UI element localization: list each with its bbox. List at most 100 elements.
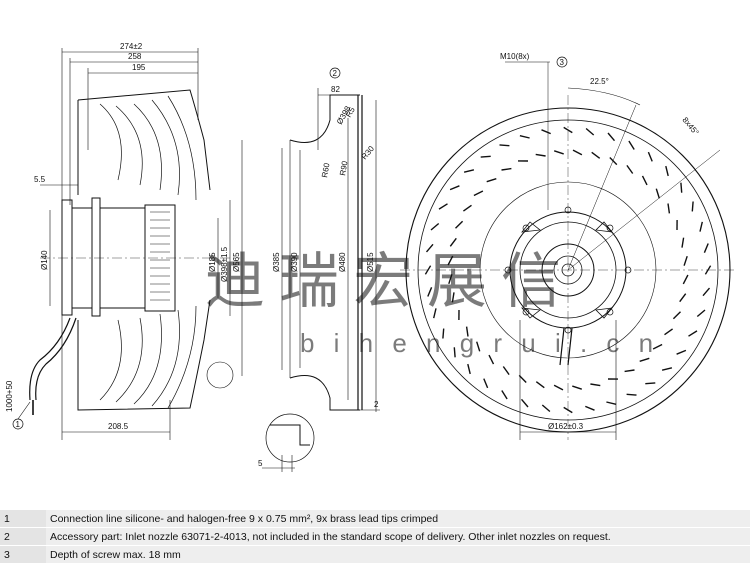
blade-slot	[499, 144, 510, 147]
blade-slot	[563, 406, 573, 414]
dim-r-60: R60	[320, 162, 332, 179]
blade-slot	[424, 265, 432, 275]
blade-slot	[535, 153, 546, 157]
note-number: 3	[0, 545, 46, 564]
blade-slot	[652, 343, 663, 350]
blade-slot	[501, 390, 508, 400]
blade-slot	[639, 357, 650, 362]
dim-dia-515: Ø515	[366, 252, 375, 272]
blade-slot	[501, 167, 512, 171]
blade-slot	[688, 330, 698, 337]
blade-slot	[455, 220, 464, 229]
blade-slot	[679, 293, 687, 303]
blade-slot	[703, 243, 709, 253]
note-text: Depth of screw max. 18 mm	[46, 545, 750, 564]
blade-slot	[585, 405, 595, 411]
dim-195: 195	[132, 63, 146, 72]
dim-detail-5: 5	[258, 459, 263, 468]
blade-slot	[520, 398, 529, 408]
blade-slot	[480, 155, 491, 158]
note-text: Accessory part: Inlet nozzle 63071-2-401…	[46, 527, 750, 546]
blade-slot	[672, 311, 681, 320]
note-number: 2	[0, 527, 46, 546]
blade-slot	[449, 237, 457, 247]
note-number: 1	[0, 510, 46, 528]
dim-cable-length: 1000+50	[5, 380, 14, 412]
blade-slot	[626, 393, 637, 396]
blade-slot	[585, 127, 595, 136]
blade-slot	[486, 178, 497, 183]
dim-5-5: 5.5	[34, 175, 46, 184]
blade-slot	[430, 222, 440, 231]
note-text: Connection line silicone- and halogen-fr…	[46, 510, 750, 528]
blade-slot	[683, 255, 688, 266]
front-view	[400, 56, 736, 440]
dim-thickness-2: 2	[374, 400, 379, 409]
blade-slot	[463, 169, 475, 173]
blade-slot	[519, 135, 530, 139]
front-view-labels: M10(8x) 3 22.5° 8x45° Ø162±0.3	[500, 52, 701, 431]
blade-slot	[626, 164, 634, 174]
side-view-labels: 274±2 258 195 5.5 Ø140 Ø185 Ø398±1.5 Ø56…	[5, 42, 241, 431]
blade-slot	[502, 366, 510, 376]
blade-slot	[488, 354, 495, 365]
blade-slot	[453, 347, 456, 358]
blade-slot	[676, 349, 687, 355]
blade-slot	[483, 378, 489, 389]
dim-208-5: 208.5	[108, 422, 129, 431]
blade-slot	[476, 341, 481, 352]
note-row: 3 Depth of screw max. 18 mm	[0, 545, 750, 564]
blade-slot	[553, 384, 564, 391]
technical-drawing: 274±2 258 195 5.5 Ø140 Ø185 Ø398±1.5 Ø56…	[5, 42, 736, 472]
angle-22-5: 22.5°	[590, 77, 609, 86]
blade-slot	[572, 149, 583, 156]
blade-slot	[704, 265, 712, 275]
blade-slot	[425, 243, 434, 253]
blade-slot	[451, 292, 455, 303]
note-row: 1 Connection line silicone- and halogen-…	[0, 510, 750, 528]
dim-dia-162: Ø162±0.3	[548, 422, 584, 431]
watermark: 迪瑞宏展信 b i h e n g r u i . c n	[205, 248, 653, 358]
notes-table: 1 Connection line silicone- and halogen-…	[0, 510, 750, 564]
blade-slot	[691, 201, 694, 212]
angle-8x45: 8x45°	[680, 116, 700, 138]
blade-slot	[467, 363, 471, 375]
blade-slot	[447, 255, 454, 266]
screw-label: M10(8x)	[500, 52, 530, 61]
blade-slot	[696, 309, 706, 318]
blade-slot	[442, 328, 445, 339]
dim-dia-480: Ø480	[338, 252, 347, 272]
blade-slot	[606, 401, 617, 405]
blade-slot	[535, 381, 545, 389]
blade-slot	[541, 129, 551, 135]
blade-slot	[591, 151, 601, 159]
dim-dia-565: Ø565	[232, 252, 241, 272]
blade-slot	[462, 204, 472, 212]
blade-slot	[655, 188, 660, 199]
blade-slot	[473, 190, 484, 197]
blade-slot	[518, 374, 527, 383]
blade-slot	[427, 287, 433, 297]
blade-slot	[438, 203, 448, 210]
notes-body: 1 Connection line silicone- and halogen-…	[0, 510, 750, 564]
blade-slot	[553, 150, 564, 155]
dim-dia-185: Ø185	[208, 252, 217, 272]
blade-slot	[681, 237, 685, 248]
side-view	[12, 48, 243, 440]
blade-slot	[563, 126, 573, 134]
blade-slot	[682, 274, 689, 285]
blade-slot	[699, 221, 703, 232]
blade-slot	[433, 308, 437, 319]
blade-slot	[665, 165, 669, 177]
callout-2: 2	[333, 69, 338, 78]
blade-slot	[667, 203, 671, 214]
blade-slot	[647, 151, 653, 162]
blade-slot	[680, 182, 683, 193]
callout-3: 3	[560, 58, 565, 67]
blade-slot	[607, 132, 616, 142]
dim-258: 258	[128, 52, 142, 61]
dim-dia-390: Ø390	[290, 252, 299, 272]
blade-slots	[424, 126, 712, 414]
blade-slot	[641, 175, 648, 186]
blade-slot	[664, 328, 674, 336]
